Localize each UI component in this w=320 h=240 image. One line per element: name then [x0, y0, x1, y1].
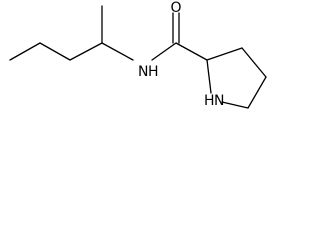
- ring-bond-c2-n1: [206, 59, 212, 94]
- ring-bond-c4-c5: [247, 76, 267, 109]
- bond-chain-2: [39, 42, 71, 61]
- bond-amide-n-to-carbonyl: [151, 42, 177, 61]
- amide-h-label: H: [148, 64, 159, 80]
- ring-bond-c2-c3: [206, 47, 243, 61]
- ring-bond-c5-n1: [221, 101, 249, 109]
- bond-carbonyl-to-ring: [175, 42, 208, 61]
- diagram-background: [0, 0, 278, 120]
- bond-chain-terminal: [9, 42, 41, 61]
- bond-to-amide-nitrogen: [101, 42, 134, 61]
- amide-n-label: N: [138, 64, 148, 80]
- ring-n-label: N: [214, 93, 224, 109]
- oxygen-label: O: [170, 0, 181, 16]
- ring-h-label: H: [204, 93, 215, 109]
- ring-bond-c3-c4: [241, 47, 267, 78]
- bond-chain-3: [69, 42, 103, 61]
- molecule-diagram: O N H H N: [0, 0, 278, 120]
